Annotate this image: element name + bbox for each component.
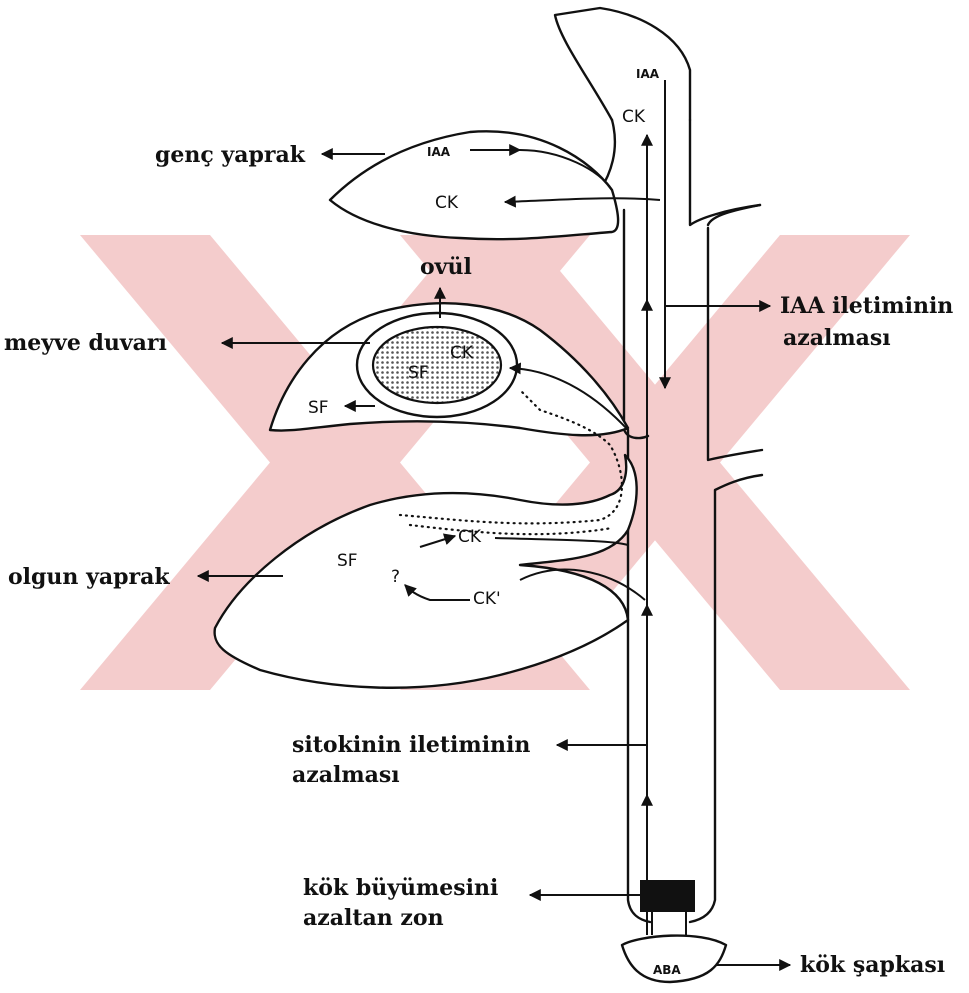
- label-kok-sapkasi: kök şapkası: [800, 952, 945, 978]
- hormone-iaa-top: IAA: [636, 67, 660, 81]
- hormone-sf-fruit-wall: SF: [308, 398, 329, 418]
- label-meyve-duvari: meyve duvarı: [4, 330, 167, 356]
- label-iaa-iletim-1: IAA iletiminin: [780, 293, 953, 319]
- root-growth-zone-block: [640, 880, 695, 912]
- label-iaa-iletim-2: azalması: [783, 325, 891, 351]
- label-kok-zon-1: kök büyümesini: [303, 875, 498, 901]
- hormone-question: ?: [391, 567, 400, 587]
- label-kok-zon-2: azaltan zon: [303, 905, 444, 931]
- hormone-ck-mature-leaf: CK: [458, 527, 482, 547]
- hormone-ck-top: CK: [622, 107, 646, 127]
- hormone-ck-ovule: CK: [450, 343, 474, 363]
- hormone-ck-prime: CK': [473, 589, 501, 609]
- hormone-sf-ovule: SF: [408, 363, 429, 383]
- label-olgun-yaprak: olgun yaprak: [8, 564, 170, 590]
- hormone-iaa-young-leaf: IAA: [427, 145, 451, 159]
- hormone-sf-mature-leaf: SF: [337, 551, 358, 571]
- young-leaf-shape: [330, 131, 618, 239]
- label-genc-yaprak: genç yaprak: [155, 142, 306, 168]
- label-sitokinin-2: azalması: [292, 762, 400, 788]
- hormone-ck-young-leaf: CK: [435, 193, 459, 213]
- label-ovul: ovül: [420, 254, 472, 280]
- label-sitokinin-1: sitokinin iletiminin: [292, 732, 530, 758]
- ovule-shape: [373, 327, 501, 403]
- hormone-aba: ABA: [653, 963, 681, 977]
